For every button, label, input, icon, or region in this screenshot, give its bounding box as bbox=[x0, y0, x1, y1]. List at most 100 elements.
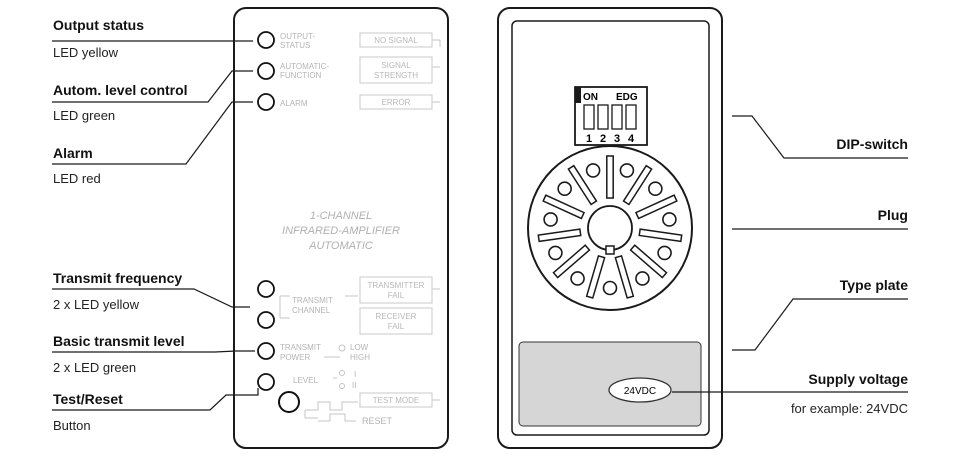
label-automatic-function-1: AUTOMATIC- bbox=[280, 62, 329, 71]
led-level bbox=[257, 373, 275, 391]
label-level-i: I bbox=[354, 370, 356, 379]
dip-number-1: 1 bbox=[586, 133, 592, 145]
dip-toggle-2[interactable] bbox=[597, 104, 609, 130]
plug-slot bbox=[634, 194, 678, 220]
label-output-status-sub: LED yellow bbox=[53, 45, 119, 60]
label-basic-transmit-title: Basic transmit level bbox=[53, 333, 185, 349]
label-high: HIGH bbox=[350, 353, 370, 362]
led-transmit-power bbox=[257, 342, 275, 360]
plug-slot bbox=[614, 254, 635, 299]
plug-pin-hole bbox=[619, 163, 635, 178]
plug-pin-hole bbox=[543, 212, 558, 227]
type-plate bbox=[518, 341, 702, 427]
test-reset-button[interactable] bbox=[278, 391, 300, 413]
box-signal-strength bbox=[359, 56, 433, 84]
dip-edg-label: EDG bbox=[616, 92, 638, 103]
label-level: LEVEL bbox=[293, 376, 318, 385]
leader-basic-transmit bbox=[52, 350, 255, 353]
label-output-status-1: OUTPUT- bbox=[280, 32, 315, 41]
dip-toggle-3[interactable] bbox=[611, 104, 623, 130]
dip-on-label: ON bbox=[583, 92, 598, 103]
label-automatic-function-2: FUNCTION bbox=[280, 71, 322, 80]
text-transmitter-fail-2: FAIL bbox=[388, 291, 405, 300]
box-no-signal bbox=[359, 32, 433, 48]
label-transmit-channel-1: TRANSMIT bbox=[292, 296, 333, 305]
text-signal-strength-1: SIGNAL bbox=[381, 61, 411, 70]
box-test-mode bbox=[359, 392, 433, 408]
plug-pin-hole bbox=[557, 181, 572, 197]
label-alarm: ALARM bbox=[280, 99, 308, 108]
label-low: LOW bbox=[350, 343, 369, 352]
label-autom-level-sub: LED green bbox=[53, 108, 116, 123]
label-output-status-title: Output status bbox=[53, 17, 144, 33]
plug-slot bbox=[606, 155, 614, 199]
leader-transmit-frequency bbox=[52, 288, 250, 308]
label-plug: Plug bbox=[877, 207, 908, 223]
plug-slot bbox=[585, 254, 606, 299]
led-automatic-function bbox=[257, 62, 275, 80]
text-no-signal: NO SIGNAL bbox=[374, 36, 418, 45]
panel-title-line-2: INFRARED-AMPLIFIER bbox=[282, 225, 400, 237]
plug-slot bbox=[622, 164, 653, 206]
leader-type-plate bbox=[732, 298, 908, 351]
label-test-reset-title: Test/Reset bbox=[53, 391, 123, 407]
led-transmit-channel-2 bbox=[257, 311, 275, 329]
label-transmit-frequency-sub: 2 x LED yellow bbox=[53, 297, 139, 312]
dip-number-2: 2 bbox=[600, 133, 606, 145]
label-alarm-title: Alarm bbox=[53, 145, 93, 161]
box-receiver-fail bbox=[359, 307, 433, 335]
text-receiver-fail-2: FAIL bbox=[388, 322, 405, 331]
plug-pin-hole bbox=[657, 245, 672, 261]
label-output-status-2: STATUS bbox=[280, 41, 310, 50]
text-error: ERROR bbox=[382, 98, 411, 107]
plug-pin-hole bbox=[548, 245, 563, 261]
voltage-badge-text: 24VDC bbox=[624, 386, 656, 397]
text-test-mode: TEST MODE bbox=[373, 396, 420, 405]
dip-number-3: 3 bbox=[614, 133, 620, 145]
leader-alarm bbox=[52, 101, 253, 165]
label-transmit-power-2: POWER bbox=[280, 353, 310, 362]
plug-pin-hole bbox=[648, 181, 663, 197]
plug-pin-hole bbox=[635, 271, 650, 286]
plug-slot bbox=[567, 164, 598, 206]
plug-pin-hole bbox=[662, 212, 677, 227]
dip-toggle-1[interactable] bbox=[583, 104, 595, 130]
dip-switch: ON EDG 1 2 3 4 bbox=[574, 86, 648, 146]
plug-pin-hole bbox=[602, 280, 618, 296]
plug-slot bbox=[552, 244, 591, 279]
plug-pin-hole bbox=[570, 271, 585, 286]
dip-toggle-4[interactable] bbox=[625, 104, 637, 130]
label-test-reset-sub: Button bbox=[53, 418, 91, 433]
label-transmit-channel-2: CHANNEL bbox=[292, 306, 331, 315]
led-transmit-channel-1 bbox=[257, 280, 275, 298]
text-receiver-fail-1: RECEIVER bbox=[376, 312, 417, 321]
label-transmit-power-1: TRANSMIT bbox=[280, 343, 321, 352]
label-alarm-sub: LED red bbox=[53, 171, 101, 186]
plug-center-hub bbox=[587, 205, 633, 251]
label-level-ii: II bbox=[352, 381, 356, 390]
plug-key bbox=[605, 245, 615, 255]
plug-slot bbox=[638, 228, 683, 243]
plug-socket bbox=[527, 145, 693, 311]
box-transmitter-fail bbox=[359, 276, 433, 304]
text-transmitter-fail-1: TRANSMITTER bbox=[368, 281, 425, 290]
label-dip-switch: DIP-switch bbox=[836, 136, 908, 152]
front-panel bbox=[233, 7, 449, 449]
panel-title-line-3: AUTOMATIC bbox=[308, 240, 373, 252]
plug-slot bbox=[537, 228, 582, 243]
label-reset: RESET bbox=[362, 416, 393, 426]
plug-pin-hole bbox=[585, 163, 601, 178]
label-supply-voltage: Supply voltage bbox=[808, 371, 908, 387]
leader-autom-level bbox=[52, 70, 253, 103]
label-type-plate: Type plate bbox=[839, 277, 908, 293]
plug-slot bbox=[629, 244, 668, 279]
label-autom-level-title: Autom. level control bbox=[53, 82, 188, 98]
leader-dip-switch bbox=[732, 115, 908, 159]
label-transmit-frequency-title: Transmit frequency bbox=[53, 270, 183, 286]
plug-slot bbox=[542, 194, 586, 220]
box-error bbox=[359, 94, 433, 110]
led-output-status bbox=[257, 31, 275, 49]
dip-number-4: 4 bbox=[628, 133, 635, 145]
led-alarm bbox=[257, 93, 275, 111]
